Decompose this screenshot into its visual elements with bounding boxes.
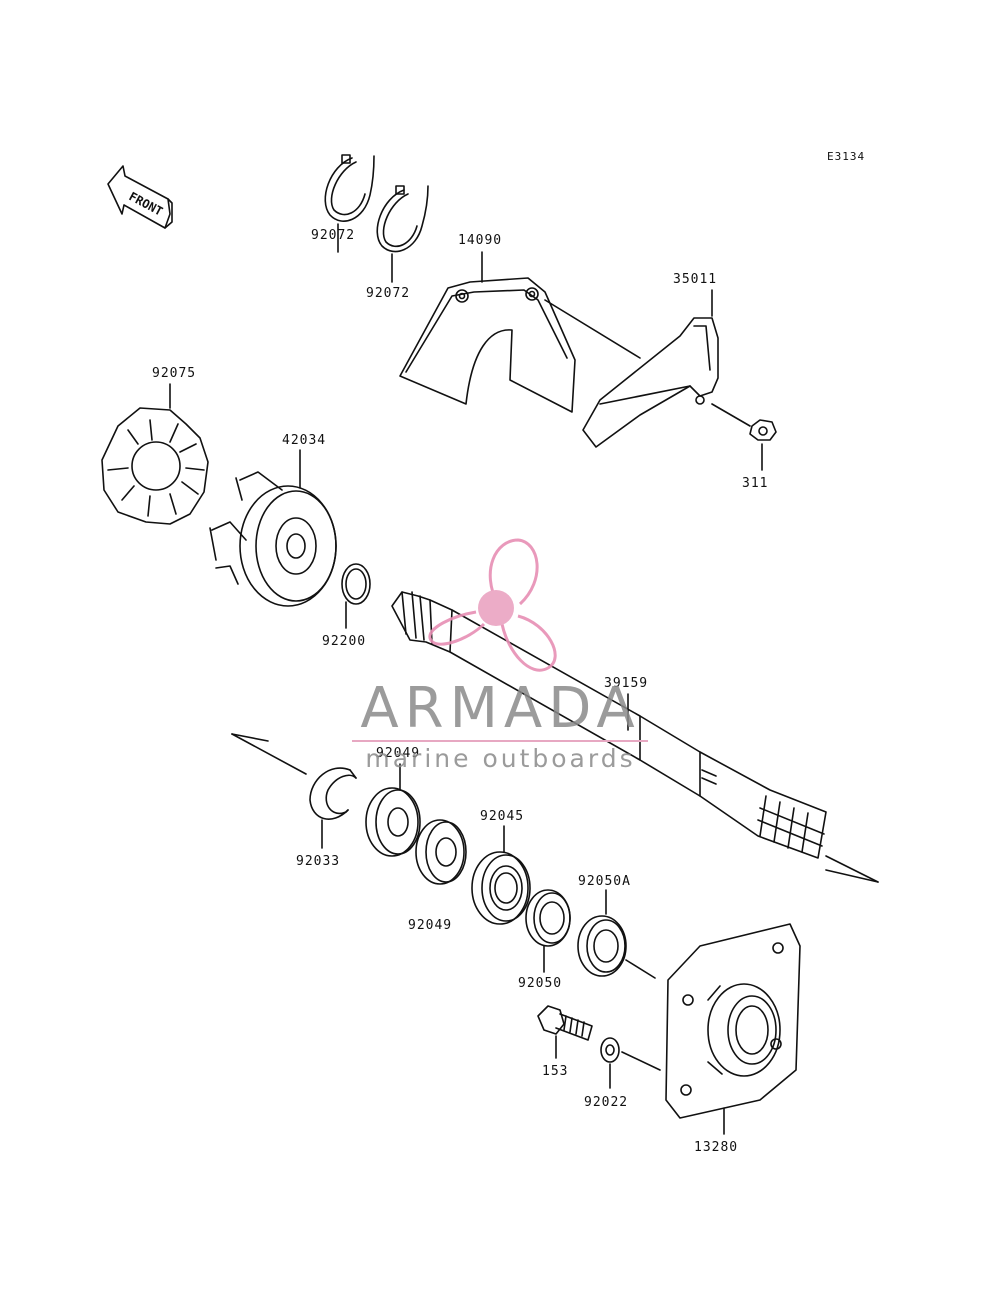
impeller-42034 <box>209 449 337 607</box>
bracket-35011 <box>582 289 751 448</box>
shaft-39159 <box>231 591 879 883</box>
part-label-92072-a[interactable]: 92072 <box>311 228 356 243</box>
watermark-divider <box>352 740 648 742</box>
part-label-92200[interactable]: 92200 <box>322 634 367 649</box>
bearing-92045 <box>471 825 531 925</box>
coupler-92075 <box>101 383 209 525</box>
part-label-92050[interactable]: 92050 <box>518 976 563 991</box>
circlip-92033 <box>309 767 357 849</box>
part-label-92050A[interactable]: 92050A <box>578 874 631 889</box>
spacer-92049-b <box>415 819 467 885</box>
part-label-92022[interactable]: 92022 <box>584 1095 629 1110</box>
diagram-code: E3134 <box>827 150 866 163</box>
part-label-14090[interactable]: 14090 <box>458 233 503 248</box>
part-label-153[interactable]: 153 <box>542 1064 569 1079</box>
part-label-35011[interactable]: 35011 <box>673 272 718 287</box>
front-arrow-icon: FRONT <box>107 165 173 229</box>
washer-92022 <box>600 1037 661 1089</box>
nut-311 <box>749 419 777 471</box>
plate-13280 <box>665 923 801 1135</box>
part-label-92049-b[interactable]: 92049 <box>408 918 453 933</box>
seal-92050A <box>577 889 656 979</box>
part-label-92075[interactable]: 92075 <box>152 366 197 381</box>
part-label-92049-a[interactable]: 92049 <box>376 746 421 761</box>
washer-92200 <box>341 563 371 629</box>
part-label-42034[interactable]: 42034 <box>282 433 327 448</box>
part-label-13280[interactable]: 13280 <box>694 1140 739 1155</box>
watermark-tagline: marine outboards <box>365 744 636 773</box>
part-label-39159[interactable]: 39159 <box>604 676 649 691</box>
clamp-92072-b <box>376 185 429 283</box>
clamp-92072-a <box>324 154 375 253</box>
seal-92050 <box>525 889 571 973</box>
part-label-311[interactable]: 311 <box>742 476 769 491</box>
spacer-92049-a <box>365 763 421 857</box>
screw-153 <box>537 1005 593 1059</box>
watermark-brand: ARMADA <box>360 676 641 741</box>
part-label-92045[interactable]: 92045 <box>480 809 525 824</box>
watermark-propeller-icon <box>428 538 557 672</box>
part-label-92033[interactable]: 92033 <box>296 854 341 869</box>
cover-14090 <box>399 251 641 413</box>
part-label-92072-b[interactable]: 92072 <box>366 286 411 301</box>
